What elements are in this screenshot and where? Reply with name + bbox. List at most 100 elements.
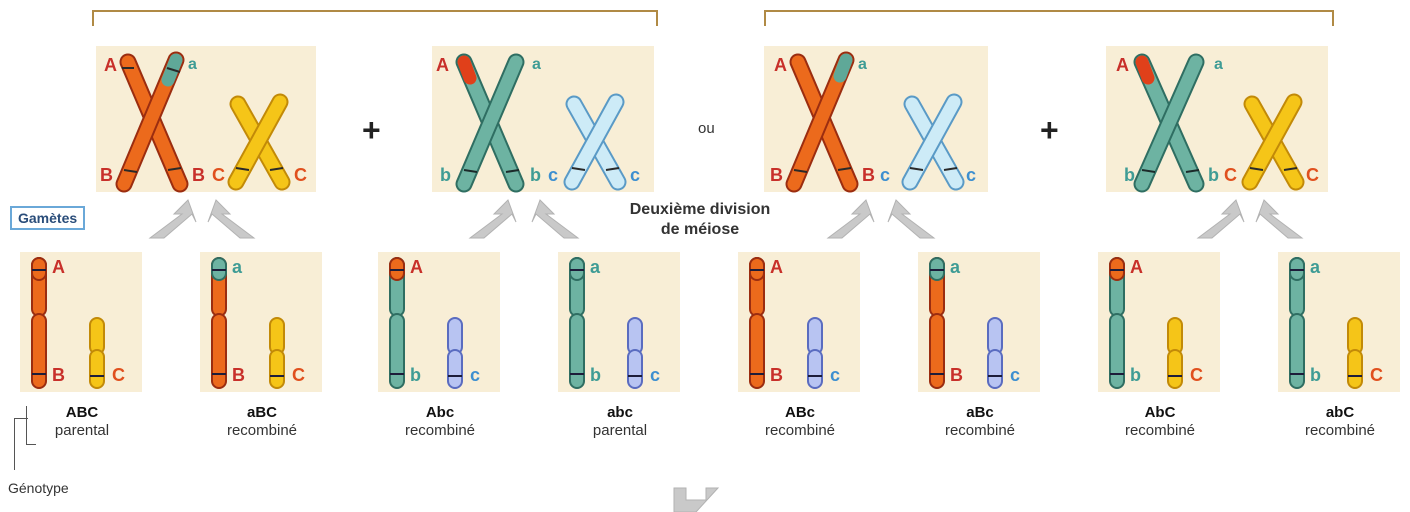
gamete-small-allele: c [650, 365, 661, 385]
genotype-value: AbC [1144, 404, 1176, 421]
gamete-small-allele: C [112, 365, 125, 385]
gamete-bottom-allele: b [1130, 365, 1141, 385]
label-g3-B-right: B [862, 165, 875, 185]
gamete-small-allele: c [470, 365, 481, 385]
gamete-chromosomes [929, 257, 1003, 389]
label-g4-b-right: b [1208, 165, 1219, 185]
gamete-small-allele: c [1010, 365, 1021, 385]
gamete-bottom-allele: b [1310, 365, 1321, 385]
gamete-bottom-allele: B [950, 365, 963, 385]
gametes-label: Gamètes [10, 206, 86, 230]
genotype-type: recombiné [1124, 422, 1196, 439]
gamete-top-allele: A [410, 257, 423, 277]
yellow-x-chromosome-2 [1241, 93, 1305, 191]
genotype-type: parental [54, 422, 110, 439]
gamete-small-allele: C [292, 365, 305, 385]
genotype-type: recombiné [404, 422, 476, 439]
red-x-chromosome-2 [785, 51, 859, 193]
plus-sign-left: + [362, 112, 381, 148]
small-chromosome-top [269, 317, 285, 355]
small-chromosome-top [627, 317, 643, 355]
chromosome-arm-bottom [929, 313, 945, 389]
small-chromosome-bottom [89, 349, 105, 389]
teal-x-chromosome-2 [1133, 53, 1205, 193]
label-g2-a: a [532, 56, 541, 73]
gamete-chromosomes [1109, 257, 1183, 389]
genotype-value: aBc [966, 404, 994, 421]
genotype-value: Abc [425, 404, 455, 421]
gamete-chromosomes [749, 257, 823, 389]
small-chromosome-top [1167, 317, 1183, 355]
genotype-tree-branch-3 [26, 444, 36, 445]
small-chromosome-bottom [627, 349, 643, 389]
gamete-chromosomes [569, 257, 643, 389]
small-chromosome-bottom [987, 349, 1003, 389]
genotype-type: recombiné [764, 422, 836, 439]
gamete-bottom-allele: b [590, 365, 601, 385]
genotype-tree-branch [14, 418, 28, 419]
label-g2-b-left: b [440, 165, 451, 185]
small-chromosome-top [987, 317, 1003, 355]
chromosome-arm-bottom [31, 313, 47, 389]
gamete-top-allele: A [52, 257, 65, 277]
left-bracket [92, 10, 658, 26]
blue-x-chromosome-2 [901, 93, 965, 191]
label-g1-a: a [188, 56, 197, 73]
gamete-top-allele: a [590, 257, 601, 277]
genotype-value: abc [607, 404, 633, 421]
arrow-down-left-icon [826, 199, 875, 239]
division-line-2: de méiose [660, 221, 740, 238]
arrow-down-right-icon [887, 199, 936, 239]
genotype-type: parental [592, 422, 648, 439]
teal-x-chromosome-1 [455, 53, 525, 193]
chromosome-arm-bottom [389, 313, 405, 389]
gamete-top-allele: A [1130, 257, 1143, 277]
gamete-chromosomes [31, 257, 105, 389]
division-line-1: Deuxième division [629, 201, 771, 218]
gamete-chromosomes [1289, 257, 1363, 389]
label-g2-A: A [436, 55, 449, 75]
genotype-value: aBC [246, 404, 277, 421]
arrow-down-left-icon [468, 199, 517, 239]
gamete-bottom-allele: B [232, 365, 245, 385]
label-g1-B-right: B [192, 165, 205, 185]
label-g1-B-left: B [100, 165, 113, 185]
genotype-tree-branch-2 [26, 406, 27, 444]
small-chromosome-bottom [807, 349, 823, 389]
small-chromosome-top [89, 317, 105, 355]
arrow-down-right-icon [531, 199, 580, 239]
chromosome-arm-bottom [1109, 313, 1125, 389]
division-label: Deuxième division de méiose [600, 200, 800, 240]
small-chromosome-bottom [269, 349, 285, 389]
small-chromosome-bottom [1347, 349, 1363, 389]
chromosome-arm-bottom [1289, 313, 1305, 389]
red-x-chromosome-1 [115, 51, 189, 193]
right-bracket [764, 10, 1334, 26]
label-g1-C-left: C [212, 165, 225, 185]
arrow-down-right-icon [1255, 199, 1304, 239]
gamete-chromosomes [389, 257, 463, 389]
label-g3-A: A [774, 55, 787, 75]
gamete-bottom-allele: B [52, 365, 65, 385]
label-g4-C-right: C [1306, 165, 1319, 185]
gamete-small-allele: c [830, 365, 841, 385]
plus-sign-right: + [1040, 112, 1059, 148]
yellow-x-chromosome-1 [227, 93, 291, 191]
genotype-type: recombiné [1304, 422, 1376, 439]
arrow-down-icon [673, 487, 720, 512]
genotype-tree-line [14, 418, 15, 470]
gamete-top-allele: A [770, 257, 783, 277]
small-chromosome-top [1347, 317, 1363, 355]
gamete-bottom-allele: b [410, 365, 421, 385]
arrow-down-left-icon [148, 199, 197, 239]
label-g4-A: A [1116, 55, 1129, 75]
gamete-bottom-allele: B [770, 365, 783, 385]
